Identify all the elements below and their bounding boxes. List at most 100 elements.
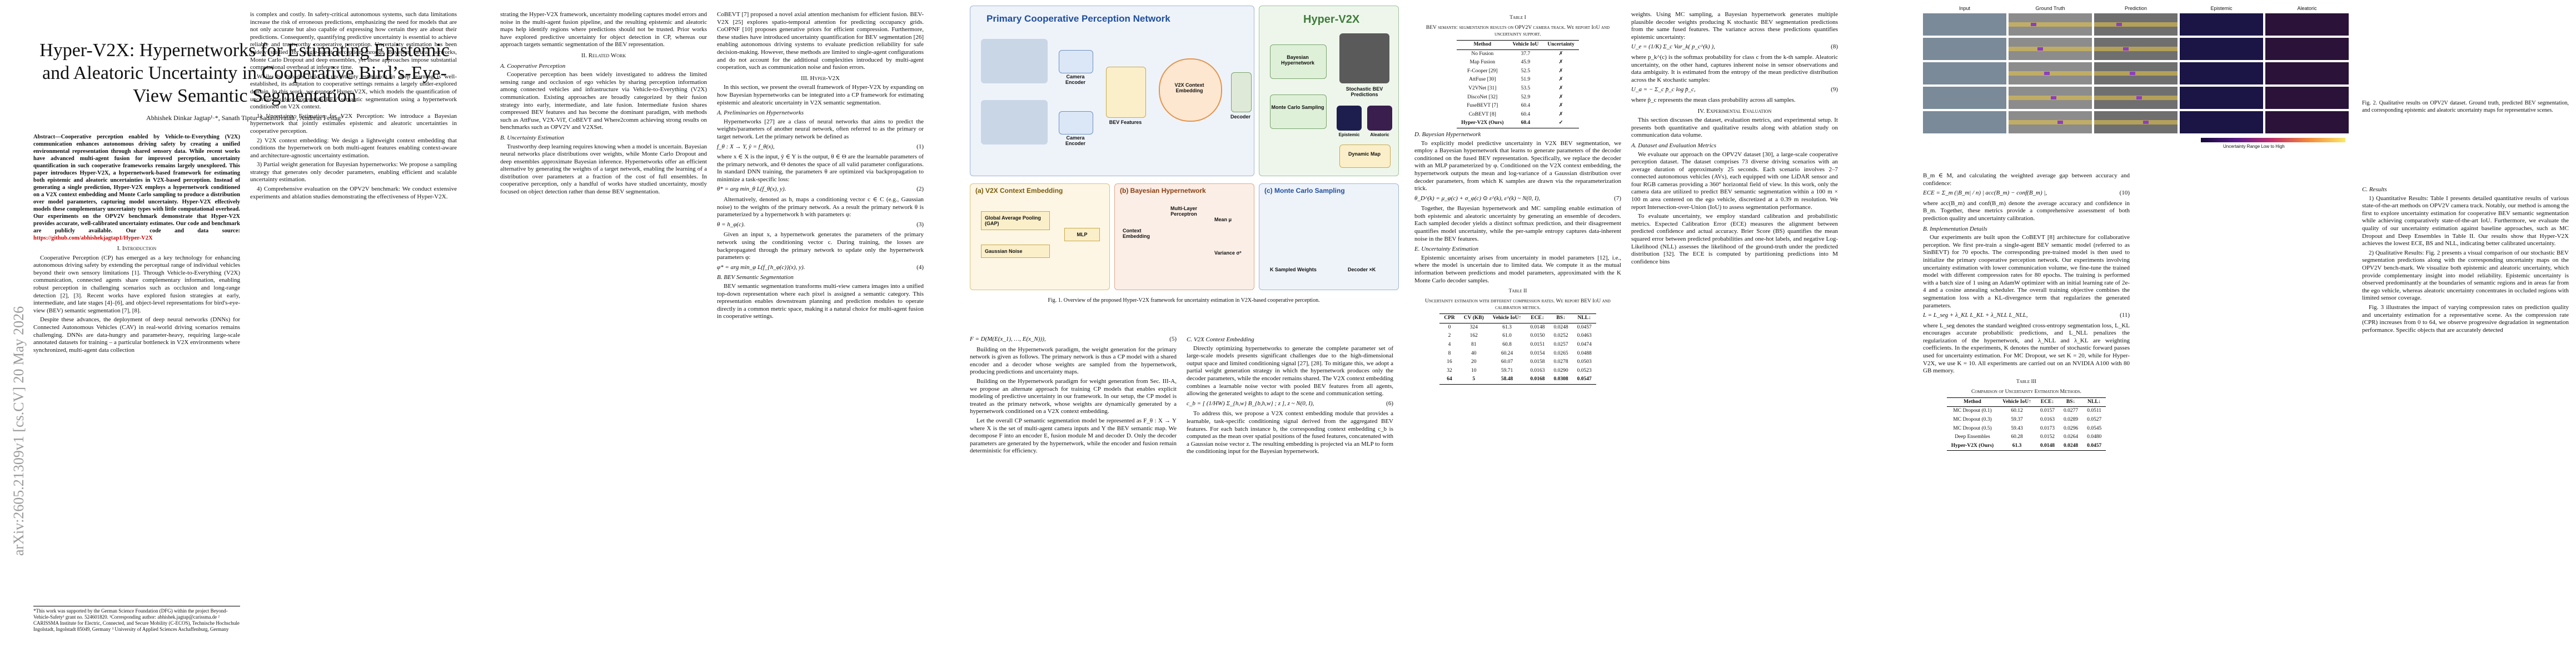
col5-text-b: Together, the Bayesian hypernetwork and … — [1414, 205, 1621, 242]
table-1-cell: Map Fusion — [1469, 59, 1496, 66]
table-3-cell: 0.0480 — [2087, 434, 2102, 440]
table-3-cell: MC Dropout (0.3) — [1953, 417, 1992, 423]
table-2-cell: 8 — [1448, 350, 1451, 356]
table-2-cell: 0.0248 — [1553, 324, 1568, 330]
bev-road-stripe — [2009, 120, 2092, 125]
equation-9-body: U_a = − Σ_c p̄_c log p̄_c, — [1631, 86, 1696, 93]
figure-2-cell — [2009, 38, 2092, 60]
camera-car-2 — [981, 100, 1048, 145]
bev-road-stripe — [2009, 47, 2092, 51]
bev-road-stripe — [2009, 96, 2092, 100]
figure-2-cell — [2265, 13, 2349, 36]
figure-1-caption: Fig. 1. Overview of the proposed Hyper-V… — [1048, 297, 1320, 303]
table-1-cell: ✗ — [1558, 77, 1563, 83]
bev-vehicle — [2037, 47, 2043, 51]
related-cp-text: Cooperative perception has been widely i… — [500, 71, 707, 131]
equation-9: U_a = − Σ_c p̄_c log p̄_c,(9) — [1631, 86, 1838, 94]
figure-2-cell — [2094, 87, 2178, 109]
equation-2-number: (2) — [916, 186, 924, 193]
equation-5: F = D(M(E(x_1), …, E(x_N))),(5) — [970, 336, 1177, 344]
subsection-bayesian-hypernetwork: D. Bayesian Hypernetwork — [1414, 131, 1481, 138]
dynamic-map-block — [1339, 145, 1391, 168]
table-2-cell: 0.0290 — [1553, 367, 1568, 374]
table-2-cell: 0.0163 — [1530, 367, 1545, 374]
table-3-cell: 60.12 — [2011, 408, 2023, 414]
bev-vehicle — [2143, 121, 2149, 124]
equation-4-body: φ* = arg min_φ L(f_{h_φ(c)}(x), y). — [717, 263, 805, 271]
figure-1: Primary Cooperative Perception Network H… — [970, 6, 1399, 322]
arxiv-stamp-text: arXiv:2605.21309v1 [cs.CV] 20 May 2026 — [11, 306, 27, 556]
equation-1-number: (1) — [916, 143, 924, 150]
figure-2-column-header: Prediction — [2124, 6, 2148, 11]
bev-road-stripe — [2094, 96, 2178, 100]
subsection-dataset: A. Dataset and Evaluation Metrics — [1631, 142, 1717, 149]
table-2-cell: 4 — [1448, 342, 1451, 347]
figure-2-cell — [2180, 87, 2263, 109]
equation-8-body: U_e = (1/K) Σ_c Var_k( p_c^(k) ), — [1631, 43, 1715, 51]
equation-11-body: L = L_seg + λ_KL L_KL + λ_NLL L_NLL, — [1923, 312, 2028, 319]
equation-2: θ* = arg min_θ L(f_θ(x), y). (2) — [717, 186, 924, 193]
table-2-cell: 162 — [1469, 333, 1478, 339]
contribution-1: 1) Uncertainty Estimation for V2X Percep… — [250, 112, 457, 135]
contribution-4: 4) Comprehensive evaluation on the OPV2V… — [250, 186, 457, 200]
table-3-cell: 0.0173 — [2040, 425, 2055, 431]
equation-7-body: θ_D^(k) = μ_φ(c) + σ_φ(c) ⊙ ε^(k), ε^(k)… — [1414, 195, 1541, 202]
table-3-cell: 0.0545 — [2087, 425, 2102, 431]
hyper-v2x-label: Hyper-V2X — [1303, 13, 1360, 26]
equation-6-body: c_b = [ (1/HW) Σ_{h,w} B_{b,h,w} ; z ], … — [1187, 400, 1314, 407]
section-experiments-heading: IV. Experimental Evaluation — [1697, 107, 1772, 115]
subsection-results: C. Results — [2362, 186, 2387, 193]
dynamic-map-label: Dynamic Map — [1348, 151, 1381, 157]
table-3-title: Comparison of Uncertainty Estimation Met… — [1971, 389, 2081, 395]
intro-paragraph-1: Cooperative Perception (CP) has emerged … — [33, 254, 240, 314]
figure-2-cell — [1923, 62, 2006, 84]
table-2-cell: 0.0503 — [1577, 359, 1592, 365]
figure-2-cell — [1923, 87, 2006, 109]
table-1-cell: 53.5 — [1521, 85, 1531, 91]
table-1-cell: 51.9 — [1521, 77, 1531, 83]
table-3-header: ECE↓ — [2035, 397, 2059, 407]
intro-paragraph-2: Despite these advances, the deployment o… — [33, 316, 240, 354]
sub-b-item-mlp: Multi-Layer Perceptron — [1170, 206, 1197, 217]
bev-road-stripe — [2009, 71, 2092, 76]
equation-11: L = L_seg + λ_KL L_KL + λ_NLL L_NLL,(11) — [1923, 312, 2130, 320]
figure-2-cell — [1923, 38, 2006, 60]
table-2-cell: 0.0457 — [1577, 324, 1592, 330]
figure-2-caption: Fig. 2. Qualitative results on OPV2V dat… — [2362, 100, 2569, 114]
table-1-cell: DiscoNet [32] — [1467, 94, 1498, 100]
table-1-row: DiscoNet [32]52.9✗ — [1457, 93, 1579, 102]
equation-2-body: θ* = arg min_θ L(f_θ(x), y). — [717, 186, 786, 193]
sub-b-item-mean: Mean μ — [1214, 217, 1232, 222]
bev-vehicle — [2123, 47, 2129, 51]
table-1-row: FuseBEVT [7]60.4✗ — [1457, 102, 1579, 111]
table-2-cell: 60.24 — [1501, 350, 1513, 356]
table-2-cell: 0.0278 — [1553, 359, 1568, 365]
table-3-cell: 0.0511 — [2087, 408, 2102, 414]
table-2-title: Uncertainty estimation with different co… — [1425, 298, 1611, 311]
exp-intro: This section discusses the dataset, eval… — [1631, 117, 1838, 139]
page3-col2: C. V2X Context Embedding Directly optimi… — [1187, 334, 1393, 457]
page-3: Primary Cooperative Perception Network H… — [970, 0, 1881, 667]
table-2-cell: 0.0463 — [1577, 333, 1592, 339]
mc-sampling-block — [1270, 94, 1327, 129]
table-2-cell: 0 — [1448, 324, 1451, 330]
table-1-cell: ✗ — [1558, 85, 1563, 91]
col4-text-a: Building on the Hypernetwork paradigm, t… — [970, 346, 1177, 376]
section-related-heading: II. Related Work — [581, 52, 626, 59]
context-embedding-label: V2X Context Embedding — [1174, 82, 1204, 93]
code-link[interactable]: https://github.com/abhishekjagtap1/Hyper… — [33, 235, 153, 241]
table-1-cell: ✓ — [1543, 119, 1579, 128]
colorbar-label: Uncertainty Range Low to High — [2223, 144, 2285, 149]
table-1: Method Vehicle IoU Uncertainty No Fusion… — [1457, 40, 1579, 128]
uncertainty-colorbar — [2201, 138, 2345, 142]
results-compression: Fig. 3 illustrates the impact of varying… — [2362, 303, 2569, 334]
equation-6: c_b = [ (1/HW) Σ_{h,w} B_{b,h,w} ; z ], … — [1187, 400, 1393, 408]
subsection-implementation: B. Implementation Details — [1923, 225, 1987, 232]
col5-text-a: To address this, we propose a V2X contex… — [1187, 410, 1393, 455]
